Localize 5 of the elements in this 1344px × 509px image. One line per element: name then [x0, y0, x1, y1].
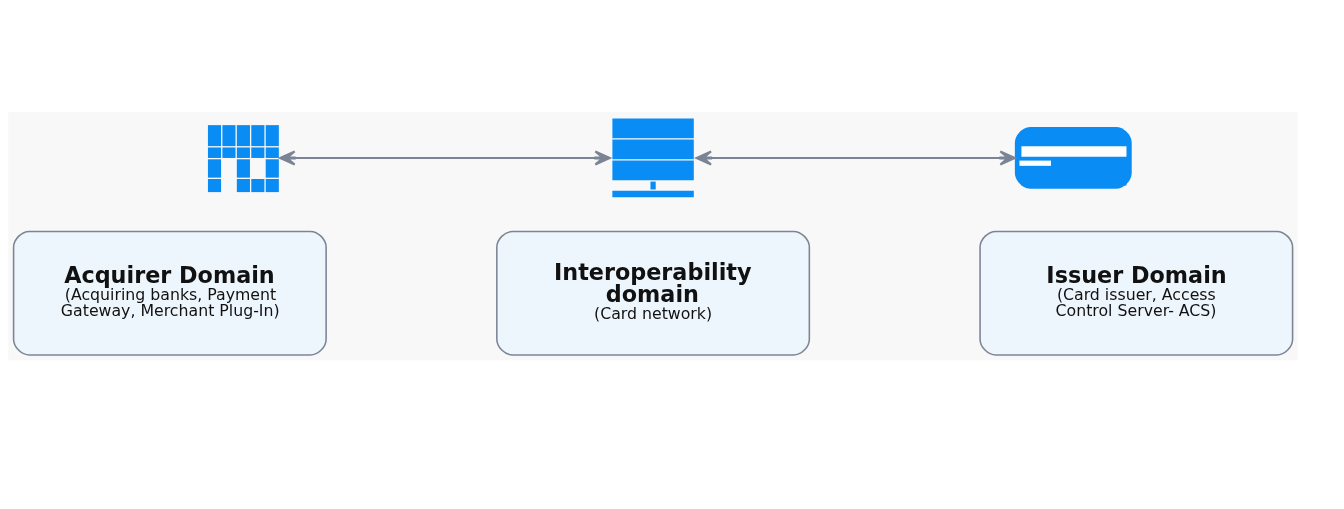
arrow [279, 149, 611, 165]
node-box: Interoperability domain (Card network) [496, 230, 811, 356]
node-box: Acquirer Domain (Acquiring banks, Payment Gateway, Merchant Plug-In) [12, 230, 327, 356]
node-box: Issuer Domain (Card issuer, Access Control Server- ACS) [979, 230, 1294, 356]
arrow [695, 149, 1016, 165]
